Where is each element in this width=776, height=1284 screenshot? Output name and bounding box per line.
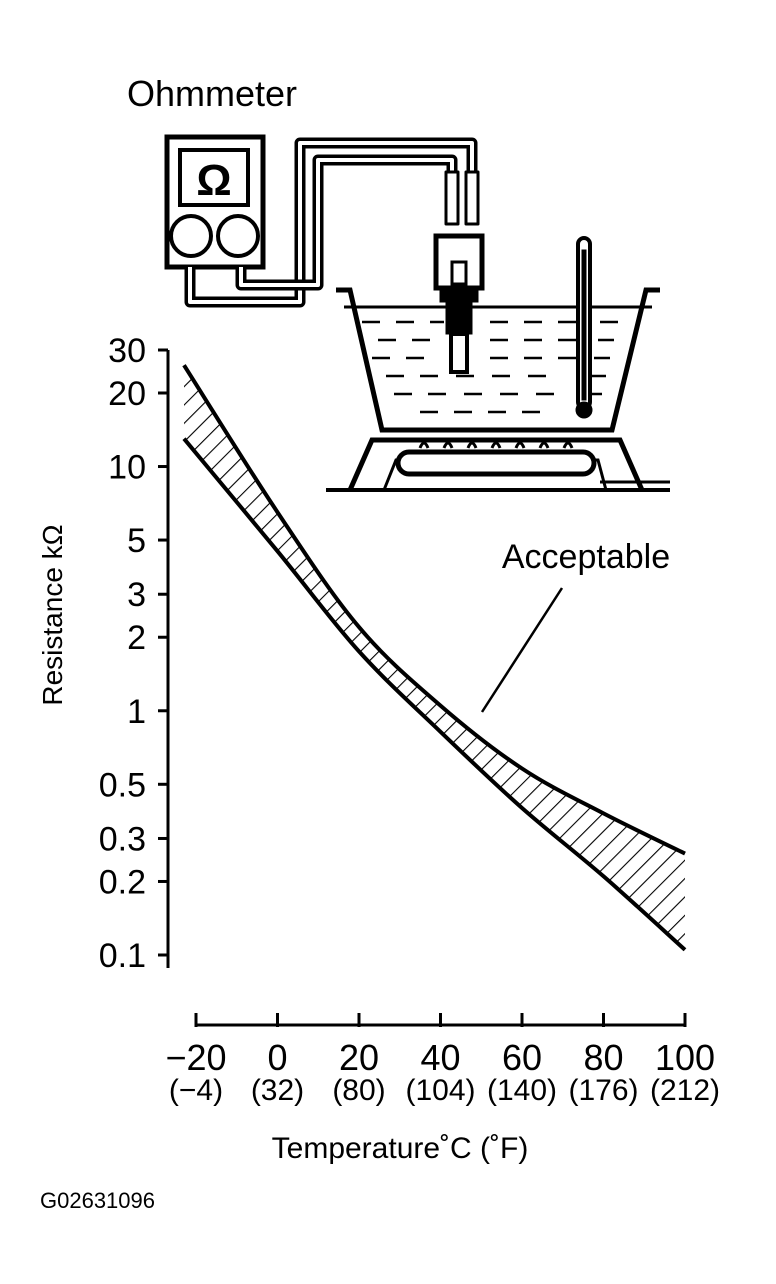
meter-dial-left [169,214,213,258]
y-tick-label: 3 [127,576,146,614]
meter-dial-right [216,214,260,258]
x-tick-label-fahrenheit: (140) [487,1074,557,1107]
figure-id: G02631096 [40,1188,155,1213]
x-tick-label-fahrenheit: (−4) [169,1074,223,1107]
y-tick-label: 1 [127,693,146,731]
y-tick-label: 0.1 [99,937,146,975]
x-tick-label-fahrenheit: (212) [650,1074,720,1107]
acceptable-band [182,364,687,952]
test-setup-illustration: Ohmmeter Ω [127,73,670,492]
burner-icon [326,437,670,492]
x-axis-label: Temperature˚C (˚F) [272,1132,529,1165]
ohmmeter-label: Ohmmeter [127,73,297,114]
x-tick-label: 60 [502,1037,542,1078]
y-tick-label: 20 [108,375,146,413]
acceptable-leader-line [480,587,564,713]
y-axis-label: Resistance kΩ [37,524,68,705]
x-tick-label: 20 [339,1037,379,1078]
y-tick-label: 2 [127,619,146,657]
x-tick-label: 40 [420,1037,460,1078]
x-tick-label: 80 [583,1037,623,1078]
x-tick-label-fahrenheit: (176) [568,1074,638,1107]
water-container [336,287,660,433]
x-tick-label-fahrenheit: (104) [405,1074,475,1107]
burner-flames [418,441,574,449]
y-tick-label: 0.2 [99,863,146,901]
ohmmeter-icon: Ω [164,134,266,270]
x-tick-label-fahrenheit: (80) [332,1074,385,1107]
y-axis: 0.1 0.2 0.3 0.5 1 2 3 5 10 20 30 [99,332,170,975]
x-tick-label: −20 [165,1037,226,1078]
acceptable-label: Acceptable [502,538,670,576]
y-tick-label: 30 [108,332,146,370]
test-leads [184,137,480,308]
temperature-sensor-icon [433,233,485,374]
y-tick-label: 0.5 [99,766,146,804]
y-tick-label: 5 [127,522,146,560]
ohm-symbol: Ω [196,156,231,205]
acceptable-band-upper-edge [182,364,686,856]
x-tick-label-fahrenheit: (32) [251,1074,304,1107]
acceptable-annotation: Acceptable [480,538,670,713]
x-tick-label: 100 [655,1037,715,1078]
y-tick-label: 0.3 [99,820,146,858]
thermometer-icon [575,236,593,419]
y-tick-label: 10 [108,449,146,487]
water-surface-lines [362,320,618,414]
acceptable-band-fill [184,365,685,950]
x-tick-label: 0 [267,1037,287,1078]
acceptable-band-lower-edge [182,437,687,952]
x-axis: −20(−4) 0(32) 20(80) 40(104) 60(140) 80(176) 1… [165,1013,720,1107]
